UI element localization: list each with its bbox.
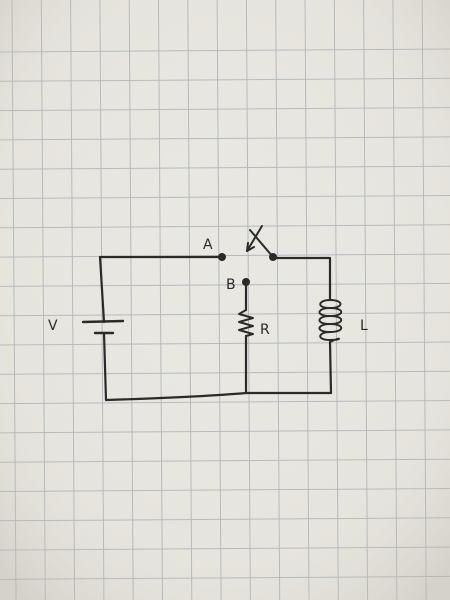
- wire-left-upper: [98, 255, 106, 324]
- label-l: L: [360, 318, 368, 334]
- switch-blade: [249, 229, 274, 258]
- label-v: V: [48, 318, 58, 334]
- inductor-symbol: [318, 299, 343, 343]
- wire-right-lower: [328, 340, 333, 395]
- label-r: R: [260, 322, 270, 338]
- battery-symbol: [81, 319, 125, 335]
- terminal-b-dot: [242, 278, 250, 286]
- switch: [218, 225, 277, 286]
- resistor-symbol: [238, 309, 254, 337]
- label-a: A: [203, 237, 213, 253]
- circuit-wires: [98, 255, 333, 402]
- wire-bottom: [104, 391, 333, 402]
- wire-right-upper: [271, 256, 332, 302]
- label-b: B: [226, 277, 236, 293]
- switch-arrow: [246, 225, 263, 252]
- terminal-a-dot: [218, 253, 226, 261]
- wire-left-lower: [102, 331, 108, 402]
